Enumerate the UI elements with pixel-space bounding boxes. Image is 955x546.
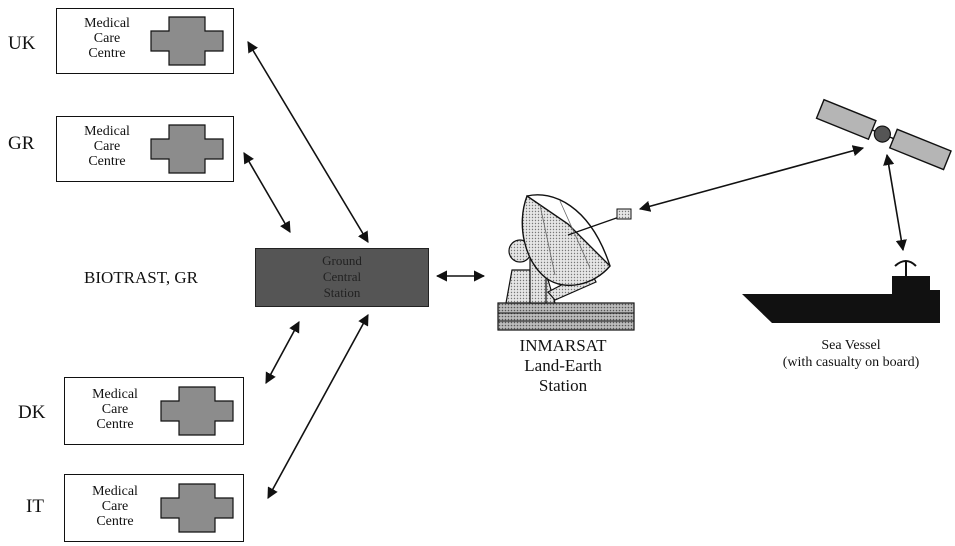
hub-org-label: BIOTRAST, GR xyxy=(84,268,198,287)
ship-icon xyxy=(742,260,940,323)
arrow-uk-hub xyxy=(247,41,369,243)
centre-label-line: Centre xyxy=(96,417,134,432)
country-label-uk: UK xyxy=(8,33,36,54)
country-label-gr: GR xyxy=(8,133,35,154)
medical-centre-gr: Medical Care Centre xyxy=(56,116,234,182)
centre-label-line: Medical xyxy=(92,484,138,499)
arrow-satellite-ship xyxy=(883,153,907,252)
country-label-dk: DK xyxy=(18,402,46,423)
medical-cross-icon xyxy=(150,16,224,66)
arrow-station-satellite xyxy=(638,145,865,212)
satellite-dish-icon xyxy=(497,194,635,331)
earth-station-caption: INMARSAT Land-Earth Station xyxy=(478,336,648,396)
hub-label-line: Ground xyxy=(322,253,362,268)
centre-label-line: Care xyxy=(101,402,129,417)
centre-label-line: Medical xyxy=(92,387,138,402)
medical-cross-icon xyxy=(150,124,224,174)
earth-station-line: Land-Earth xyxy=(524,356,602,375)
arrow-gr-hub xyxy=(243,152,291,233)
centre-label-line: Care xyxy=(93,139,121,154)
earth-station-line: Station xyxy=(538,376,588,395)
country-label-it: IT xyxy=(26,496,44,517)
centre-label-line: Medical xyxy=(84,16,130,31)
centre-label-line: Care xyxy=(101,499,129,514)
centre-label-line: Care xyxy=(93,31,121,46)
medical-centre-dk: Medical Care Centre xyxy=(64,377,244,445)
arrow-hub-it xyxy=(267,314,369,499)
medical-cross-icon xyxy=(160,386,234,436)
centre-label-line: Centre xyxy=(96,514,134,529)
arrow-hub-dk xyxy=(265,321,300,384)
hub-label-line: Station xyxy=(323,285,361,300)
medical-cross-icon xyxy=(160,483,234,533)
hub-label-line: Central xyxy=(322,269,362,284)
medical-centre-uk: Medical Care Centre xyxy=(56,8,234,74)
sea-vessel-line: Sea Vessel xyxy=(821,338,881,353)
sea-vessel-caption: Sea Vessel (with casualty on board) xyxy=(752,337,950,371)
centre-label-line: Medical xyxy=(84,124,130,139)
ground-central-station: Ground Central Station xyxy=(255,248,429,307)
satellite-icon xyxy=(815,98,952,171)
sea-vessel-line: (with casualty on board) xyxy=(782,355,920,370)
earth-station-line: INMARSAT xyxy=(519,336,607,355)
centre-label-line: Centre xyxy=(88,46,126,61)
centre-label-line: Centre xyxy=(88,154,126,169)
medical-centre-it: Medical Care Centre xyxy=(64,474,244,542)
